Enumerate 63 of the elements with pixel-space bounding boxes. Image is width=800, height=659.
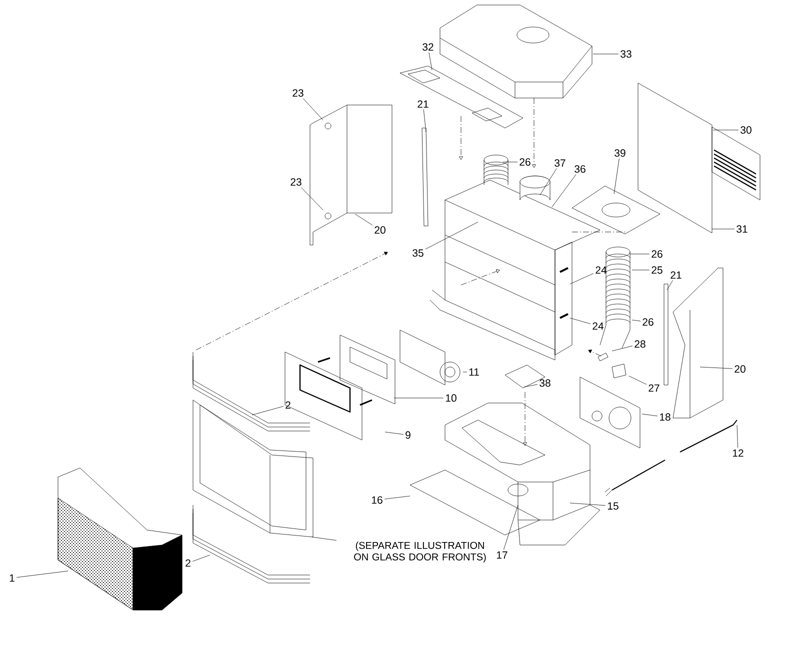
leader-line bbox=[302, 98, 324, 120]
callout-number: 38 bbox=[540, 379, 550, 387]
leader-line bbox=[384, 432, 404, 435]
callout-number: 35 bbox=[412, 249, 424, 257]
callout-number: 16 bbox=[372, 496, 382, 504]
callout-number: 20 bbox=[734, 365, 746, 373]
leader-line bbox=[540, 168, 557, 196]
callout-number: 11 bbox=[469, 368, 479, 376]
callout-number: 23 bbox=[292, 89, 304, 97]
callout-number: 30 bbox=[740, 126, 752, 134]
leader-line bbox=[301, 187, 324, 210]
callout-number: 33 bbox=[620, 50, 632, 58]
leader-line bbox=[642, 414, 658, 416]
callout-number: 20 bbox=[374, 226, 386, 234]
callout-number: 26 bbox=[642, 318, 654, 326]
leader-line bbox=[570, 273, 594, 284]
note-text: (SEPARATE ILLUSTRATION ON GLASS DOOR FRONTS) bbox=[354, 542, 486, 562]
callout-number: 9 bbox=[406, 431, 410, 439]
callout-number: 23 bbox=[290, 178, 302, 186]
leader-line bbox=[354, 214, 373, 226]
callout-number: 12 bbox=[732, 449, 744, 457]
callout-number: 36 bbox=[574, 165, 586, 173]
leader-line bbox=[570, 502, 606, 506]
callout-number: 24 bbox=[596, 266, 607, 274]
callout-number: 24 bbox=[592, 322, 604, 330]
leader-line bbox=[312, 536, 337, 541]
leader-line bbox=[666, 280, 673, 290]
leader-line bbox=[425, 222, 478, 250]
callout-number: 15 bbox=[608, 502, 618, 510]
callout-number: 18 bbox=[660, 413, 670, 421]
leader-line bbox=[736, 424, 738, 448]
callout-number: 2 bbox=[186, 559, 190, 567]
callout-number: 21 bbox=[418, 100, 428, 108]
callout-number: 25 bbox=[652, 266, 662, 274]
callout-number: 26 bbox=[520, 158, 530, 166]
leader-line bbox=[552, 174, 576, 208]
leader-line bbox=[628, 376, 647, 385]
callout-number: 39 bbox=[614, 149, 626, 157]
leader-line bbox=[192, 554, 210, 562]
callout-number: 1 bbox=[10, 574, 14, 582]
callout-number: 26 bbox=[652, 250, 662, 258]
leader-line bbox=[252, 406, 284, 416]
callout-number: 28 bbox=[634, 340, 646, 348]
leader-line bbox=[632, 320, 641, 322]
leader-line bbox=[612, 346, 633, 352]
leader-line bbox=[504, 504, 518, 550]
leader-line bbox=[700, 366, 733, 369]
leader-line bbox=[384, 496, 410, 500]
callout-number: 10 bbox=[446, 394, 456, 402]
callout-number: 32 bbox=[422, 43, 434, 51]
leader-line bbox=[16, 570, 68, 578]
callout-number: 31 bbox=[736, 225, 748, 233]
callout-number: 37 bbox=[554, 159, 566, 167]
leader-line bbox=[614, 158, 620, 194]
callout-number: 2 bbox=[286, 401, 290, 409]
leader-line bbox=[524, 384, 538, 388]
callout-number: 17 bbox=[496, 551, 508, 559]
leader-line bbox=[570, 318, 591, 324]
leader-line bbox=[428, 52, 432, 70]
callout-number: 27 bbox=[648, 384, 660, 392]
callout-number: 21 bbox=[670, 271, 682, 279]
leader-line bbox=[423, 109, 426, 132]
leader-line bbox=[712, 228, 735, 230]
